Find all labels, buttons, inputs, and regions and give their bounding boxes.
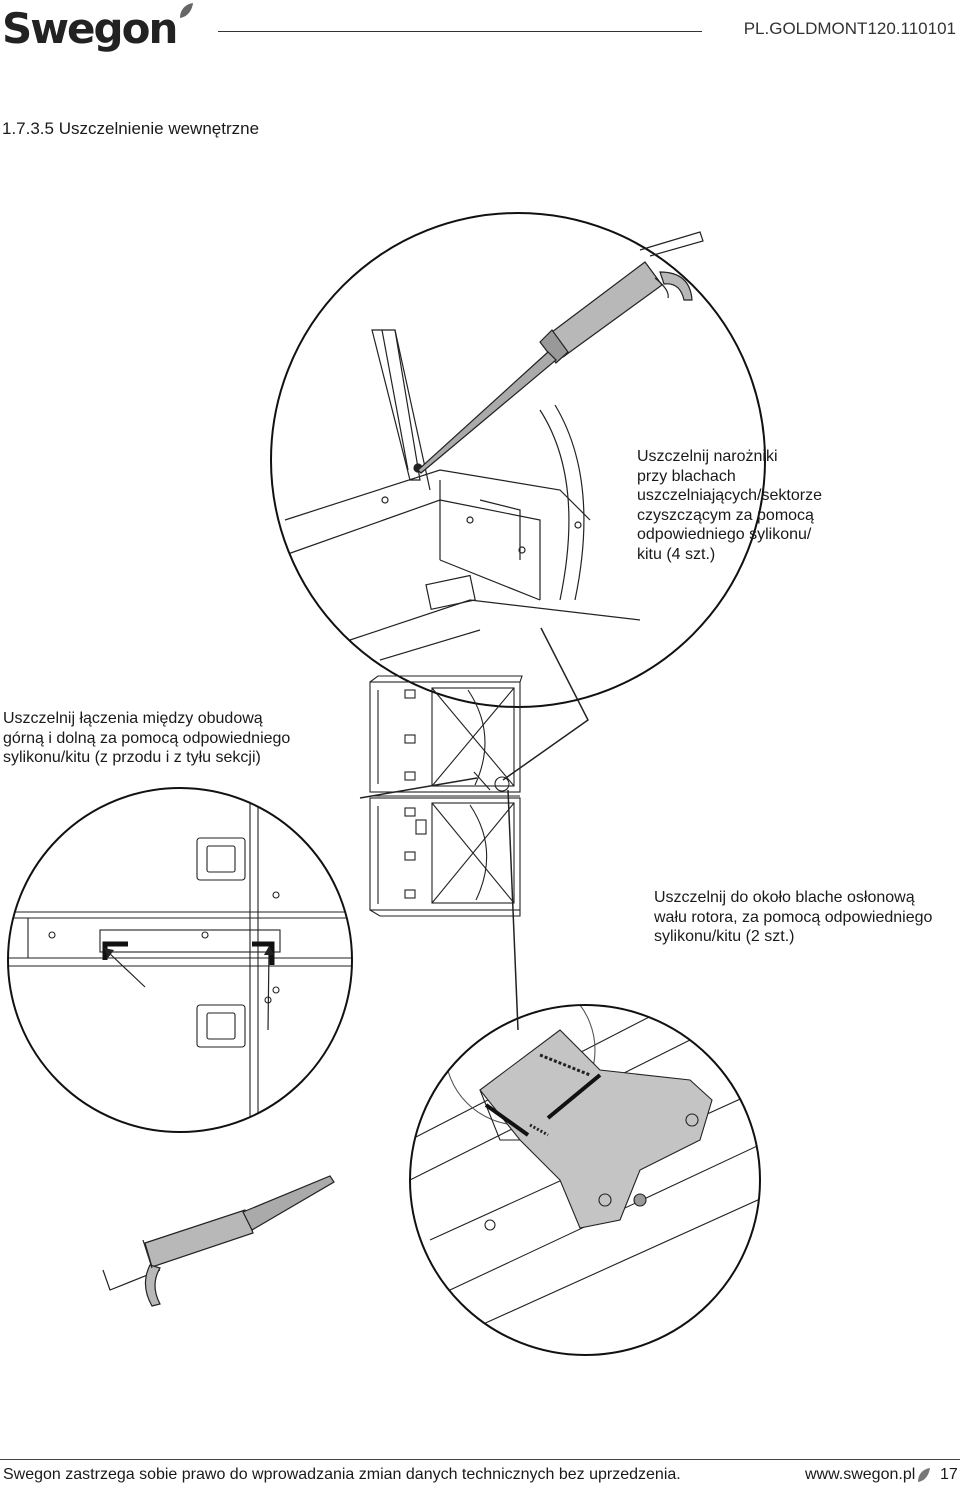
leaf-icon (918, 1468, 930, 1482)
seal-marker (102, 941, 128, 960)
document-code: PL.GOLDMONT120.110101 (743, 19, 956, 38)
detail-circle-1 (270, 212, 766, 708)
footer-website-link[interactable]: www.swegon.pl (805, 1466, 916, 1483)
casing-joint-detail (8, 800, 352, 1130)
rotor-plate-detail (410, 1005, 760, 1331)
footer-rule (0, 1459, 960, 1460)
seal-marker (252, 941, 275, 965)
section-title: 1.7.3.5 Uszczelnienie wewnętrzne (2, 119, 260, 138)
caulking-gun-icon (102, 1175, 335, 1307)
detail-circle-3 (409, 1004, 761, 1356)
note-casing-joints: Uszczelnij łączenia między obudową górną… (3, 710, 291, 766)
swegon-logo: Swegon (2, 4, 178, 53)
page-number: 17 (940, 1466, 958, 1483)
unit-drawing (369, 675, 523, 917)
note-corner-sealing: Uszczelnij narożniki przy blachach uszcz… (637, 448, 822, 563)
seal-marker (484, 1073, 602, 1137)
corner-seal-detail (284, 329, 641, 661)
leaf-icon (180, 3, 193, 18)
caulking-gun-icon (417, 231, 704, 474)
detail-circle-2 (7, 787, 353, 1133)
footer-disclaimer: Swegon zastrzega sobie prawo do wprowadz… (3, 1466, 681, 1483)
header-rule (218, 31, 702, 32)
note-rotor-shaft: Uszczelnij do około blache osłonową wału… (654, 889, 933, 945)
